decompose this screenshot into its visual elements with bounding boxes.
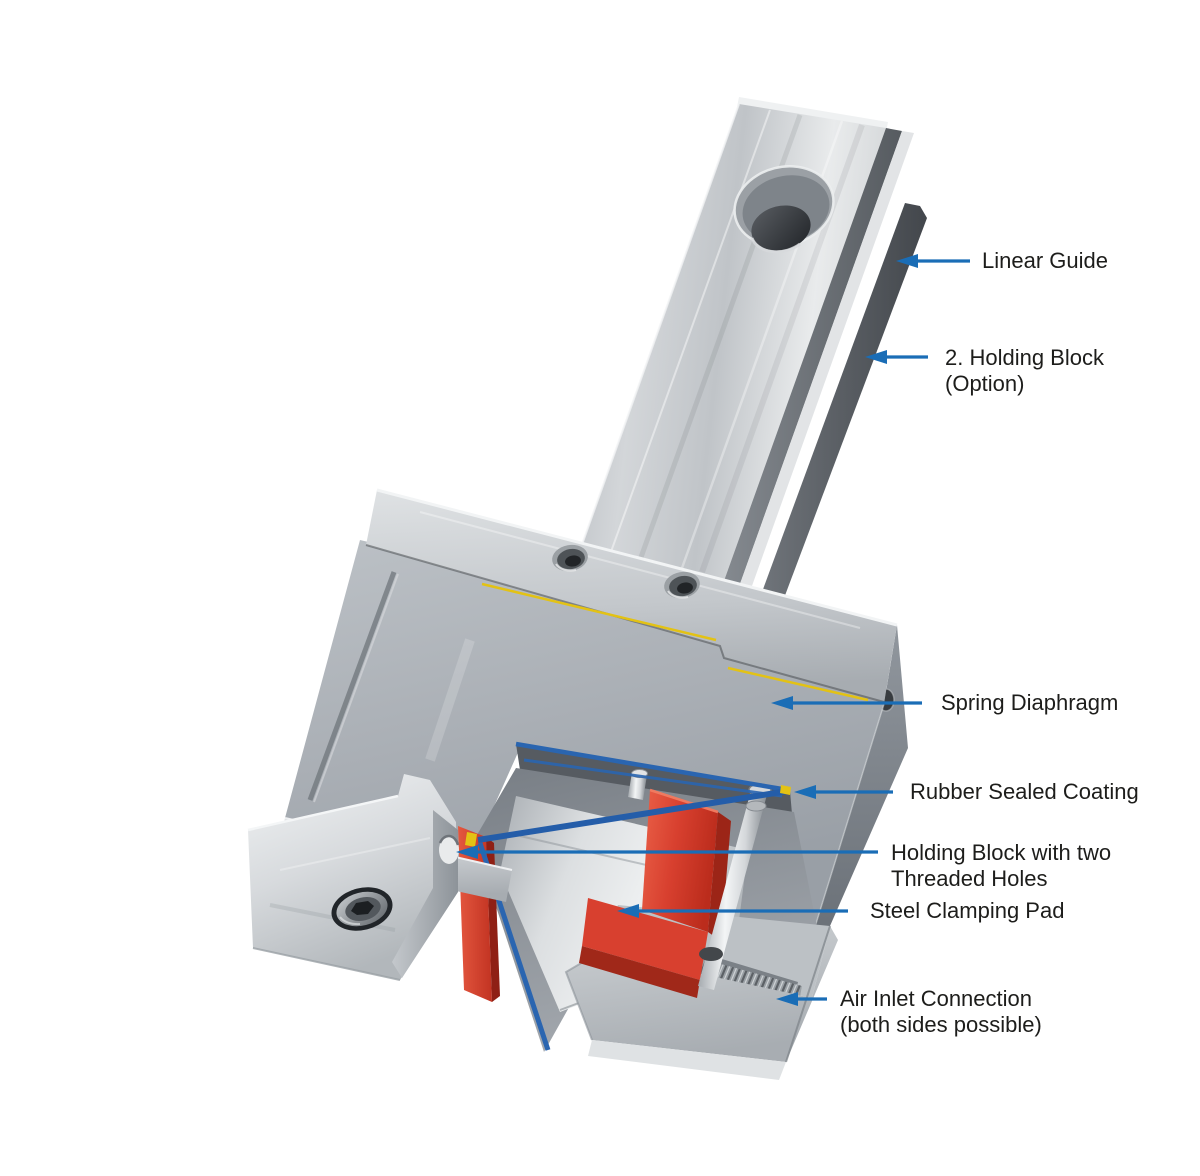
- socket-head-screw: [331, 887, 393, 931]
- leader-arrow-spring-diaphragm: [771, 696, 922, 710]
- label-spring-diaphragm: Spring Diaphragm: [941, 690, 1118, 716]
- label-line: Steel Clamping Pad: [870, 898, 1065, 923]
- seal-yellow-line: [727, 666, 869, 702]
- holding-block: [247, 774, 460, 981]
- label-line: Threaded Holes: [891, 866, 1048, 891]
- label-line: (Option): [945, 371, 1025, 396]
- leader-arrow-steel-clamping-pad: [617, 904, 848, 918]
- linear-guide-rail: [563, 97, 927, 646]
- clamping-pad-base: [582, 898, 708, 980]
- label-line: (both sides possible): [840, 1012, 1042, 1037]
- leader-arrow-rubber-sealed-coating: [794, 785, 893, 799]
- holding-block-face: [248, 774, 458, 980]
- label-line: Rubber Sealed Coating: [910, 779, 1139, 804]
- leader-arrow-air-inlet: [776, 992, 827, 1006]
- guide-pin: [698, 783, 772, 990]
- countersunk-hole: [552, 544, 588, 572]
- label-line: Air Inlet Connection: [840, 986, 1032, 1011]
- label-linear-guide: Linear Guide: [982, 248, 1108, 274]
- leader-arrow-holding-block-threaded: [456, 845, 878, 859]
- top-clamp-strip: [365, 488, 898, 703]
- label-holding-block-threaded: Holding Block with two Threaded Holes: [891, 840, 1111, 892]
- label-rubber-sealed-coating: Rubber Sealed Coating: [910, 779, 1139, 805]
- seal-yellow-mark: [780, 785, 791, 795]
- countersunk-hole: [664, 571, 700, 599]
- pin-stub: [628, 769, 648, 800]
- label-holding-block-option: 2. Holding Block (Option): [945, 345, 1104, 397]
- rail-front-face: [564, 104, 886, 620]
- label-line: Spring Diaphragm: [941, 690, 1119, 715]
- pin-retaining-ring: [699, 947, 723, 961]
- holding-block-option-plate: [744, 203, 927, 646]
- label-steel-clamping-pad: Steel Clamping Pad: [870, 898, 1064, 924]
- leader-arrow-linear-guide: [896, 254, 970, 268]
- rail-side-ridge: [726, 131, 914, 625]
- leader-arrow-holding-block-option: [865, 350, 928, 364]
- seal-yellow-mark: [465, 832, 477, 847]
- rail-side-groove: [710, 128, 902, 623]
- label-line: Linear Guide: [982, 248, 1108, 273]
- clamping-pad-upright: [642, 790, 718, 932]
- top-face-groove: [307, 571, 397, 801]
- seal-yellow-line: [481, 582, 717, 642]
- threaded-half-hole: [439, 836, 459, 864]
- label-line: Holding Block with two: [891, 840, 1112, 865]
- rail-mounting-hole: [733, 165, 835, 254]
- label-air-inlet: Air Inlet Connection (both sides possibl…: [840, 986, 1042, 1038]
- label-line: 2. Holding Block: [945, 345, 1104, 370]
- foot-bottom-face: [588, 1040, 786, 1080]
